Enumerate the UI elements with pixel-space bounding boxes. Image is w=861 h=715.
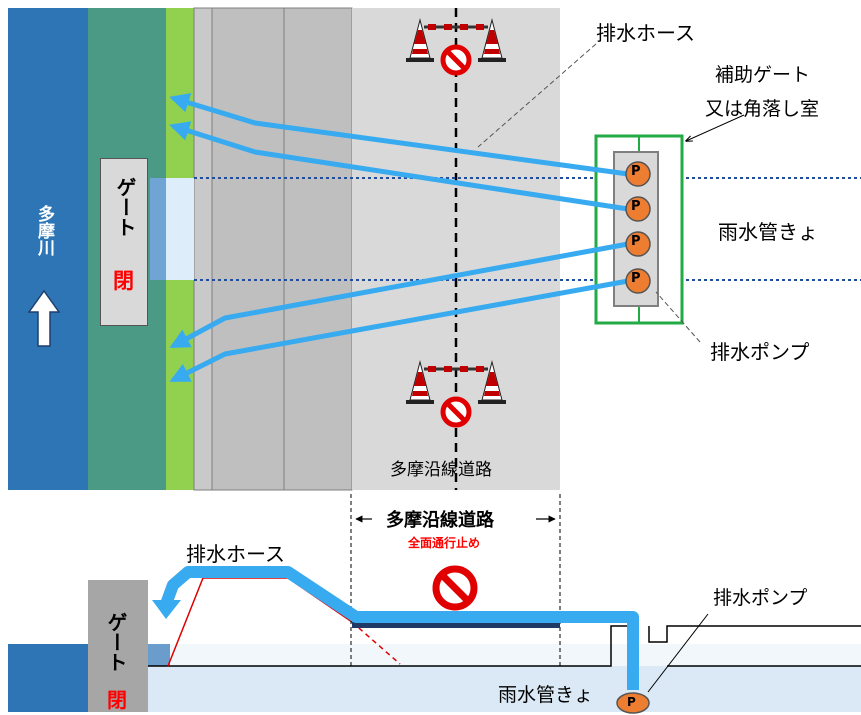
aux-gate-label: 補助ゲート (715, 64, 811, 86)
road-label-plan: 多摩沿線道路 (390, 460, 492, 480)
pump-label-plan: 排水ポンプ (710, 340, 810, 364)
road-label-section: 多摩沿線道路 (386, 510, 494, 531)
pump-icon (616, 692, 650, 714)
river-section (8, 644, 90, 712)
no-entry-icon (443, 47, 469, 73)
up-arrow-icon (27, 289, 61, 347)
pipe-label-plan: 雨水管きょ (718, 220, 818, 244)
river (8, 8, 88, 490)
closure-label: 全面通行止め (408, 536, 481, 550)
no-entry-icon (443, 399, 469, 425)
pump-symbol-section: P (627, 695, 636, 709)
drain-hoses-plan (169, 93, 629, 383)
gate-state-section: 閉 (107, 688, 127, 712)
drain-hose-section (160, 566, 639, 690)
gate-label-plan: ゲート (113, 177, 137, 237)
gate-label-section: ゲート (104, 612, 128, 672)
pipe-label-section: 雨水管きょ (498, 684, 594, 706)
hose-label-plan: 排水ホース (596, 21, 695, 45)
pump-symbol: P (631, 271, 641, 286)
pump-symbol: P (631, 234, 641, 249)
gate-box-plan: ゲート 閉 (100, 158, 148, 326)
pump-label-section: 排水ポンプ (713, 587, 808, 609)
no-entry-icon (432, 565, 478, 611)
pump-symbol: P (631, 199, 641, 214)
hose-label-section: 排水ホース (186, 542, 285, 566)
gate-section (88, 580, 148, 712)
aux-gate-label-2: 又は角落し室 (705, 98, 820, 120)
river-label: 多摩川 (34, 205, 54, 256)
pump-icon (625, 161, 651, 294)
gate-state-plan: 閉 (113, 269, 134, 293)
pump-symbol: P (631, 164, 641, 179)
road-surface (352, 622, 560, 628)
